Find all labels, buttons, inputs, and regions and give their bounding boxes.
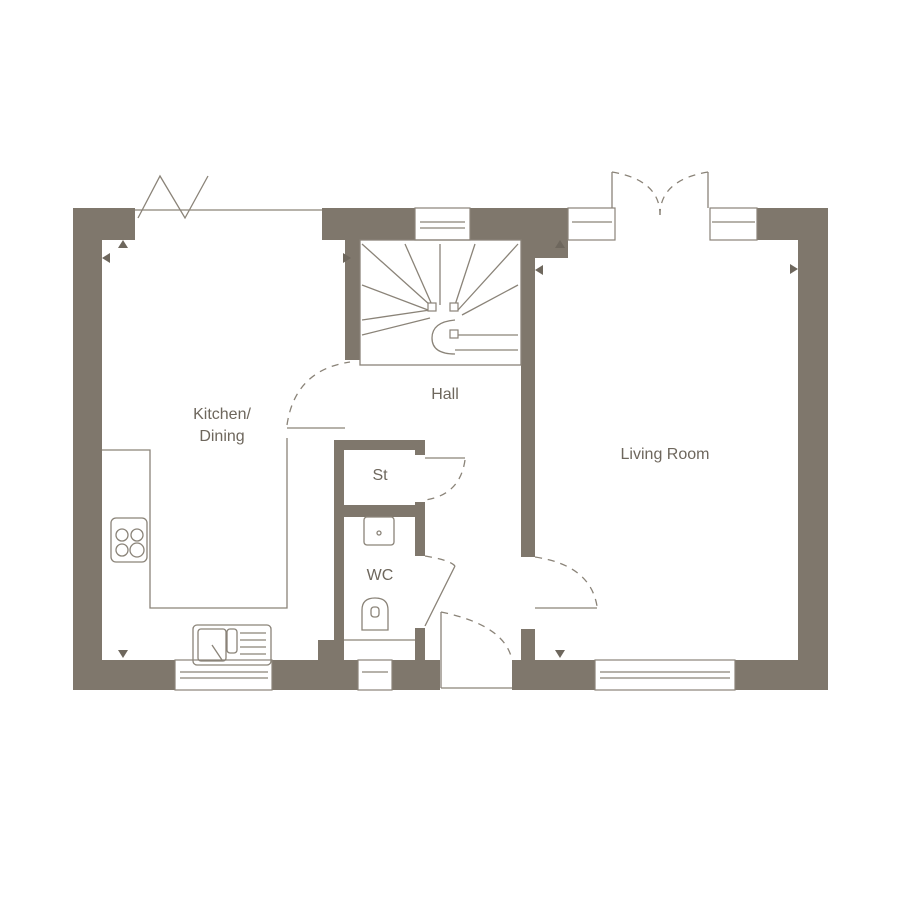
toilet-icon xyxy=(361,597,389,631)
doors xyxy=(135,171,709,689)
wc-fixtures xyxy=(344,516,415,641)
windows xyxy=(174,207,758,691)
room-label-living-room: Living Room xyxy=(620,446,710,463)
walls xyxy=(73,208,828,690)
room-label-wc: WC xyxy=(366,567,394,584)
room-label-hall: Hall xyxy=(431,386,459,403)
room-label-kitchen-dining: Kitchen/ Dining xyxy=(193,406,251,445)
staircase xyxy=(359,239,522,366)
basin-icon xyxy=(363,516,395,546)
hob-icon xyxy=(110,517,148,563)
kitchen-units xyxy=(102,438,288,666)
room-label-storage: St xyxy=(372,467,388,484)
markers xyxy=(102,240,798,658)
sink-icon xyxy=(192,624,272,666)
